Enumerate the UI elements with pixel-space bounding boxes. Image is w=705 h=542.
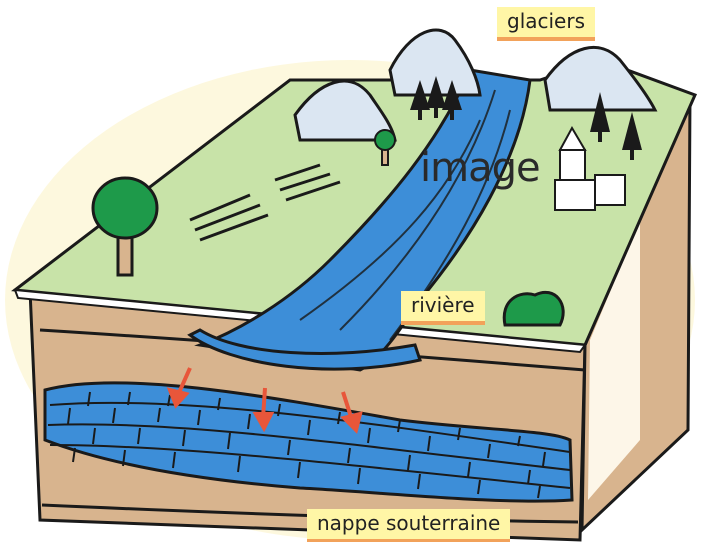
label-groundwater: nappe souterraine [307,509,510,542]
label-glaciers: glaciers [497,7,595,41]
label-river: rivière [401,291,485,325]
bush-icon [504,292,563,325]
watermark-text: image [420,146,540,190]
